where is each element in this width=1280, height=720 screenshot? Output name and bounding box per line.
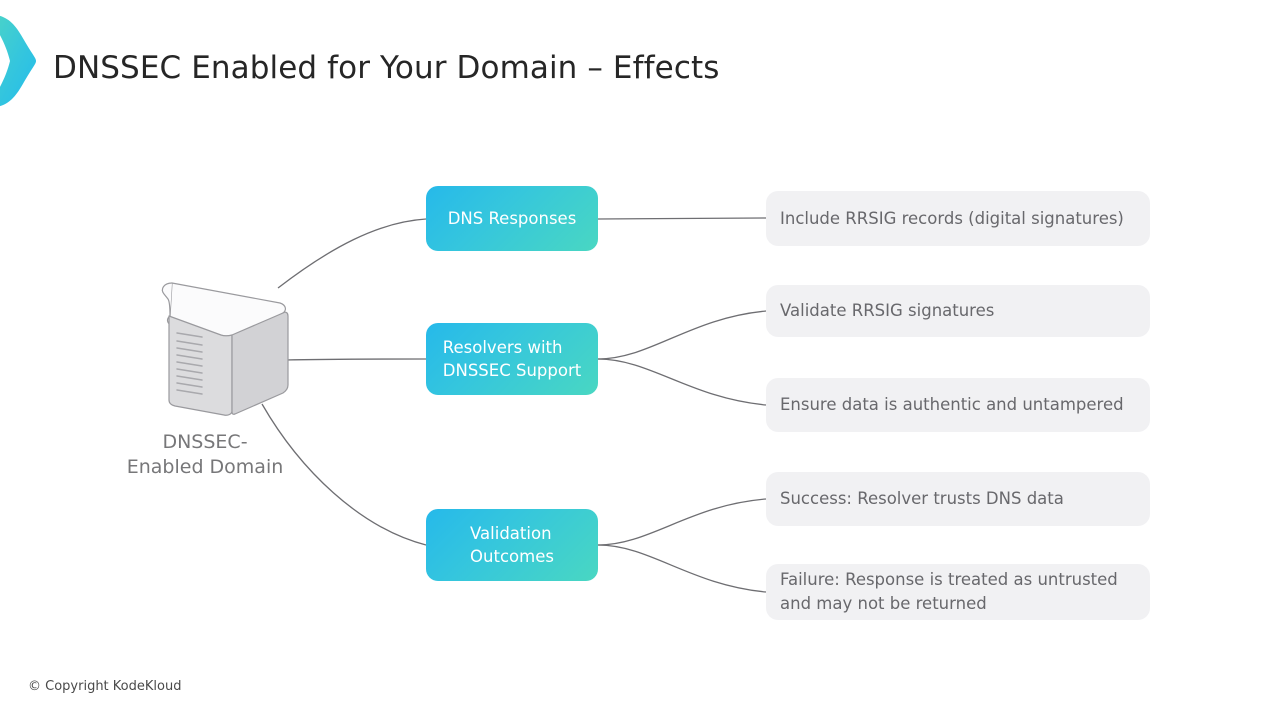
connector-server-to-resolvers	[284, 358, 427, 361]
detail-card-text: Include RRSIG records (digital signature…	[780, 208, 1124, 228]
root-node-label-line1: DNSSEC-	[162, 431, 248, 453]
category-box-dns-responses[interactable]: DNS Responses	[426, 186, 598, 251]
detail-card[interactable]: Success: Resolver trusts DNS data	[766, 472, 1150, 526]
category-label: DNS Responses	[447, 209, 577, 228]
category-box-resolvers-dnssec-support[interactable]: Resolvers with DNSSEC Support	[426, 323, 598, 395]
connector-server-to-dns-responses	[277, 218, 427, 289]
detail-card-text: Failure: Response is treated as untruste…	[780, 570, 1118, 613]
detail-card-text: Success: Resolver trusts DNS data	[780, 489, 1064, 508]
category-box-validation-outcomes[interactable]: Validation Outcomes	[426, 509, 598, 581]
category-label-line2: Outcomes	[470, 547, 554, 566]
category-label-line1: Validation	[470, 524, 552, 543]
brand-chevron-icon	[0, 15, 36, 107]
connector-validation-to-detail-4	[597, 498, 767, 546]
category-label-line2: DNSSEC Support	[442, 361, 582, 380]
detail-card-text: Validate RRSIG signatures	[780, 301, 995, 320]
detail-card[interactable]: Ensure data is authentic and untampered	[766, 378, 1150, 432]
connector-resolvers-to-detail-2	[597, 310, 767, 360]
category-label: Validation Outcomes	[470, 522, 554, 568]
detail-card-text: Ensure data is authentic and untampered	[780, 395, 1124, 414]
detail-card[interactable]: Include RRSIG records (digital signature…	[766, 191, 1150, 246]
detail-card[interactable]: Failure: Response is treated as untruste…	[766, 564, 1150, 620]
connector-dns-responses-to-detail-1	[597, 217, 767, 220]
detail-card[interactable]: Validate RRSIG signatures	[766, 285, 1150, 337]
root-node-label: DNSSEC- Enabled Domain	[105, 430, 305, 480]
server-tower-icon	[161, 282, 289, 416]
connector-resolvers-to-detail-3	[597, 358, 767, 406]
page-title: DNSSEC Enabled for Your Domain – Effects	[53, 50, 720, 86]
root-node-label-line2: Enabled Domain	[126, 456, 284, 478]
connector-validation-to-detail-5	[597, 544, 767, 593]
footer-copyright: © Copyright KodeKloud	[28, 679, 182, 694]
category-label-line1: Resolvers with	[442, 338, 563, 357]
category-label: Resolvers with DNSSEC Support	[443, 336, 581, 382]
